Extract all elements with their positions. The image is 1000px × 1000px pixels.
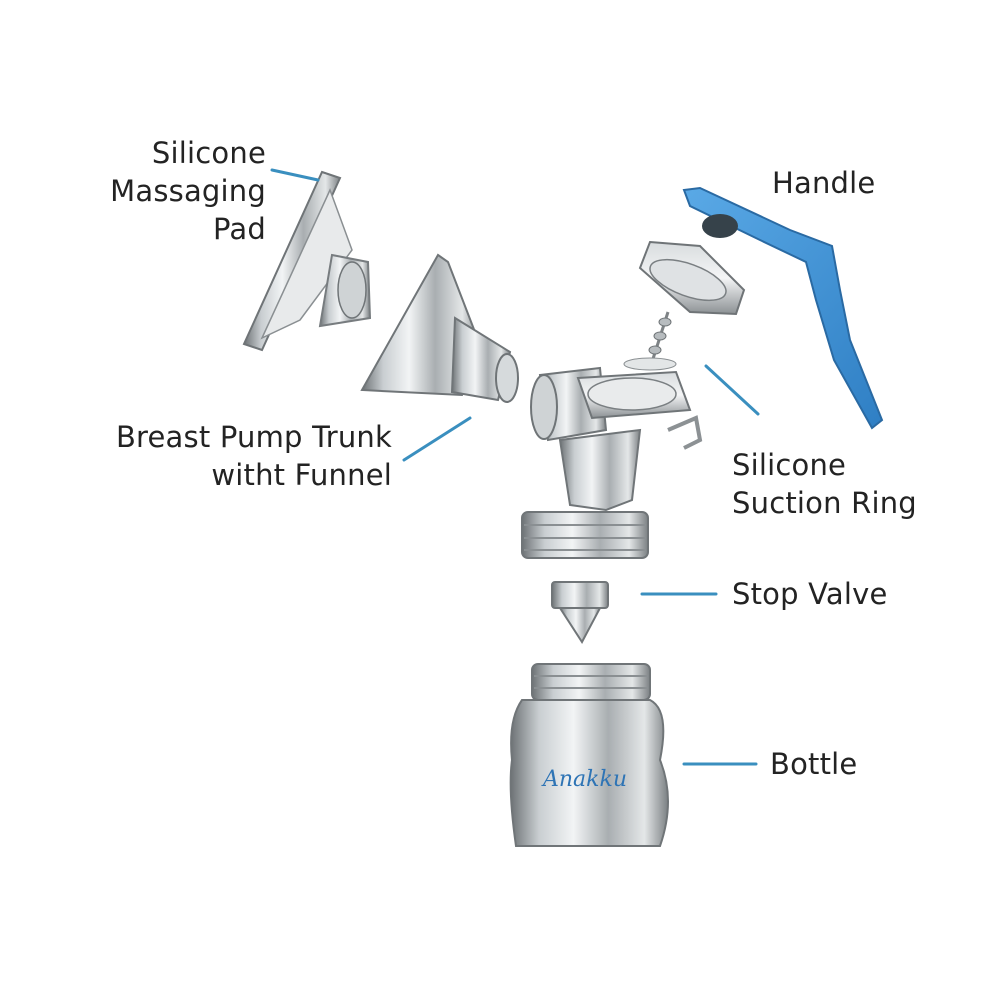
label-line: Breast Pump Trunk — [115, 420, 392, 454]
leader-suction-ring — [704, 364, 760, 416]
label-line: Silicone — [151, 136, 266, 170]
brand-logo: Anakku — [541, 767, 627, 792]
label-line: Suction Ring — [732, 486, 917, 520]
label-line: Bottle — [770, 747, 858, 781]
label-silicone-suction-ring: Silicone Suction Ring — [732, 446, 917, 522]
stop-valve-part — [551, 581, 609, 644]
label-handle: Handle — [772, 164, 875, 202]
label-line: witht Funnel — [211, 458, 392, 492]
suction-ring-part — [623, 240, 746, 371]
leader-trunk — [402, 416, 472, 462]
handle-part — [682, 186, 884, 430]
label-silicone-massaging-pad: Silicone Massaging Pad — [100, 134, 266, 248]
label-bottle: Bottle — [770, 745, 857, 783]
leader-lines — [270, 168, 760, 766]
label-breast-pump-trunk: Breast Pump Trunk witht Funnel — [92, 418, 392, 494]
label-line: Pad — [213, 212, 266, 246]
silicone-massaging-pad-part — [242, 170, 372, 352]
bottle-part — [509, 663, 669, 847]
label-line: Massaging — [110, 174, 266, 208]
label-line: Stop Valve — [732, 577, 888, 611]
pump-body-part — [521, 366, 703, 559]
label-line: Silicone — [732, 448, 847, 482]
leader-massaging-pad — [270, 168, 320, 182]
label-line: Handle — [772, 166, 876, 200]
funnel-part — [360, 253, 519, 403]
label-stop-valve: Stop Valve — [732, 575, 888, 613]
